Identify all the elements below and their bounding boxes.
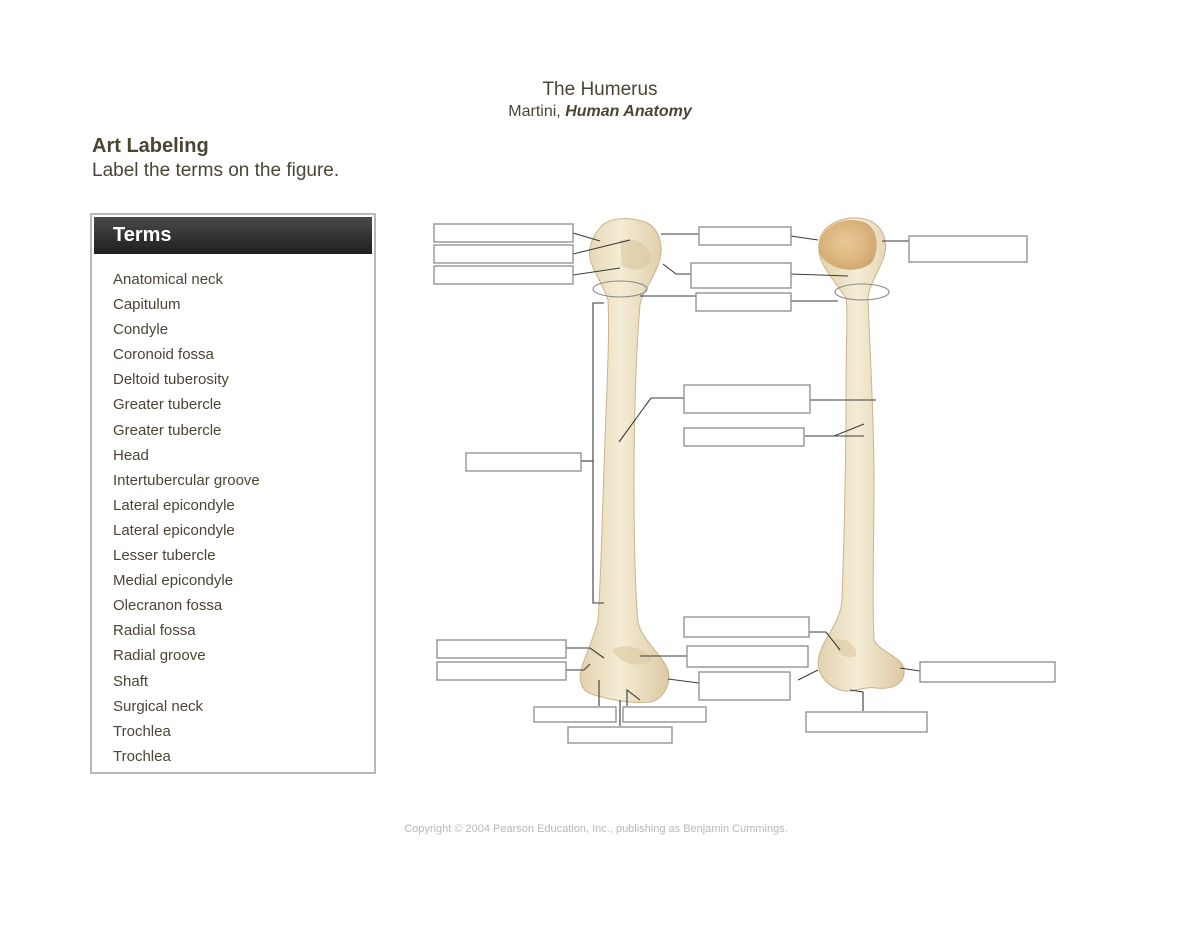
label-drop-box[interactable] — [683, 384, 811, 414]
label-drop-box[interactable] — [698, 226, 792, 246]
label-drop-box[interactable] — [698, 671, 791, 701]
term-item[interactable]: Coronoid fossa — [113, 346, 214, 364]
posterior-humerus-bone — [817, 217, 905, 692]
label-drop-box[interactable] — [805, 711, 928, 733]
anterior-neck-ring — [592, 280, 648, 298]
term-item[interactable]: Olecranon fossa — [113, 597, 223, 615]
term-item[interactable]: Condyle — [113, 321, 169, 339]
label-drop-box[interactable] — [695, 292, 792, 312]
term-item[interactable]: Capitulum — [113, 296, 181, 314]
label-drop-box[interactable] — [686, 645, 809, 668]
posterior-neck-ring — [834, 283, 890, 301]
terms-panel: Terms Anatomical neck Capitulum Condyle … — [90, 213, 376, 774]
term-item[interactable]: Lesser tubercle — [113, 547, 216, 565]
term-item[interactable]: Trochlea — [113, 747, 171, 765]
page-subtitle: Martini, Human Anatomy — [0, 103, 1200, 121]
page-title: The Humerus — [542, 79, 658, 100]
term-item[interactable]: Surgical neck — [113, 697, 204, 715]
label-drop-box[interactable] — [622, 706, 707, 723]
term-item[interactable]: Head — [113, 446, 149, 464]
terms-list: Anatomical neck Capitulum Condyle Corono… — [113, 269, 260, 771]
label-drop-box[interactable] — [433, 265, 574, 285]
label-drop-box[interactable] — [919, 661, 1056, 683]
term-item[interactable]: Deltoid tuberosity — [113, 371, 229, 389]
anterior-humerus-bone — [579, 218, 670, 703]
label-drop-box[interactable] — [683, 616, 810, 638]
label-drop-box[interactable] — [533, 706, 617, 723]
subtitle-book: Human Anatomy — [565, 103, 692, 120]
label-drop-box[interactable] — [567, 726, 673, 744]
term-item[interactable]: Medial epicondyle — [113, 572, 234, 590]
label-drop-box[interactable] — [436, 639, 567, 659]
term-item[interactable]: Radial fossa — [113, 622, 196, 640]
label-drop-box[interactable] — [436, 661, 567, 681]
section-heading: Art Labeling — [92, 135, 209, 157]
label-drop-box[interactable] — [433, 223, 574, 243]
label-drop-box[interactable] — [433, 244, 574, 264]
label-boxes — [433, 223, 1056, 744]
term-item[interactable]: Lateral epicondyle — [113, 496, 235, 514]
term-item[interactable]: Greater tubercle — [113, 396, 222, 414]
term-item[interactable]: Intertubercular groove — [113, 471, 260, 489]
label-drop-box[interactable] — [690, 262, 792, 289]
term-item[interactable]: Radial groove — [113, 647, 206, 665]
term-item[interactable]: Shaft — [113, 672, 149, 690]
label-drop-box[interactable] — [683, 427, 805, 447]
label-drop-box[interactable] — [908, 235, 1028, 263]
instructions: Label the terms on the figure. — [92, 160, 340, 181]
subtitle-author: Martini, — [508, 103, 566, 120]
copyright-notice: Copyright © 2004 Pearson Education, Inc.… — [404, 823, 788, 835]
label-drop-box[interactable] — [465, 452, 582, 472]
term-item[interactable]: Trochlea — [113, 722, 171, 740]
terms-header: Terms — [94, 217, 372, 254]
term-item[interactable]: Anatomical neck — [113, 271, 224, 288]
leader-lines — [566, 232, 921, 726]
term-item[interactable]: Greater tubercle — [113, 421, 222, 439]
term-item[interactable]: Lateral epicondyle — [113, 521, 235, 539]
